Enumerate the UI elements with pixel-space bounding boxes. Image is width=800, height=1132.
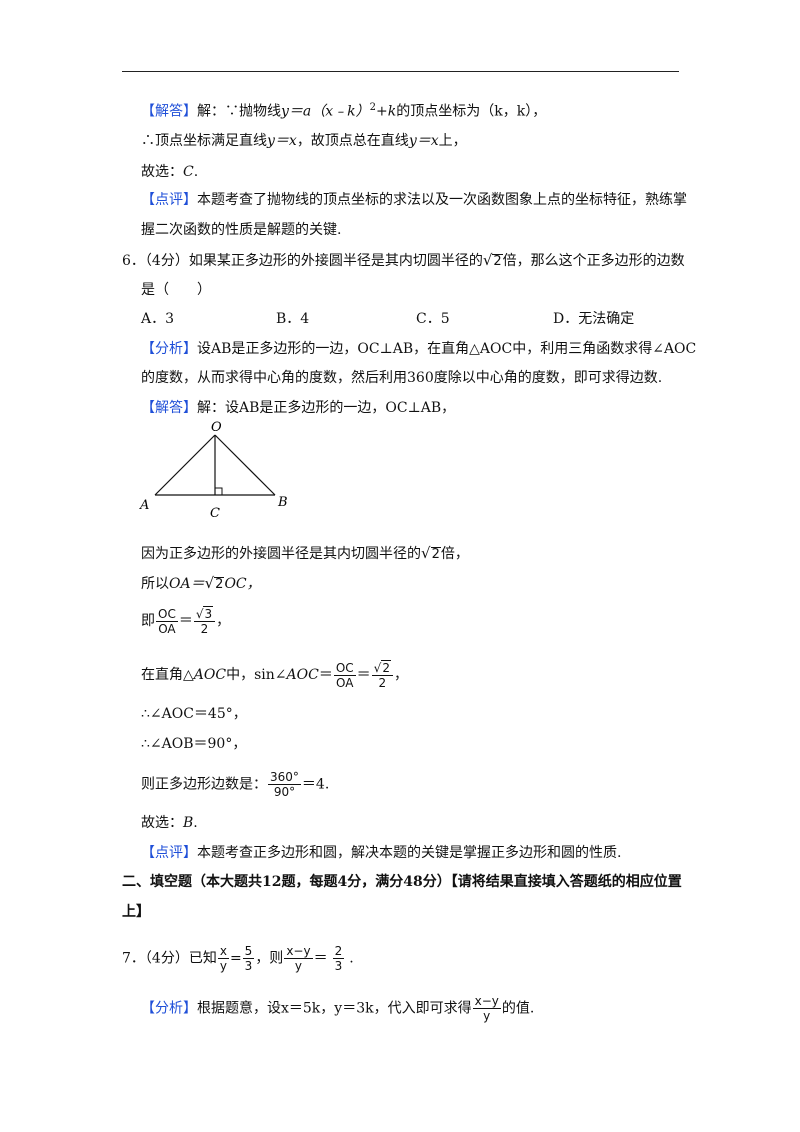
sqrt-symbol: √2 [204, 574, 225, 592]
sqrt-symbol: √2 [482, 251, 503, 269]
label-a: A [139, 498, 149, 513]
comment-tag: 【点评】 [141, 845, 197, 861]
sqrt-symbol: √2 [421, 544, 441, 562]
header-rule [122, 71, 679, 72]
triangle-figure: O A B C [139, 420, 288, 521]
q6-stem-line-1: 6．（4分）如果某正多边形的外接圆半径是其内切圆半径的√2倍，那么这个正多边形的… [122, 251, 685, 269]
fraction-360-90: 360°90° [268, 770, 301, 799]
segment-ob [214, 434, 276, 496]
answer-tag: 【解答】 [141, 103, 197, 120]
label-c: C [210, 506, 220, 521]
q6-stem-line-2: 是（ ） [141, 282, 211, 298]
q6-option-a: A．3 [141, 311, 175, 327]
label-o: O [211, 420, 222, 435]
comment-tag: 【点评】 [141, 192, 197, 208]
prev-comment-line-2: 握二次函数的性质是解题的关键. [141, 222, 342, 238]
section-heading-line-2: 上】 [122, 904, 150, 920]
q6-option-d: D．无法确定 [553, 311, 635, 327]
analysis-tag: 【分析】 [141, 341, 197, 357]
q6-step-6: ∴∠AOB＝90°， [141, 736, 247, 752]
q6-analysis-line-2: 的度数，从而求得中心角的度数，然后利用360度除以中心角的度数，即可求得边数. [141, 370, 663, 386]
sqrt-symbol: √3 [195, 606, 214, 621]
q6-comment: 【点评】本题考查正多边形和圆，解决本题的关键是掌握正多边形和圆的性质. [141, 845, 622, 861]
q6-step-2: 所以OA＝√2OC， [141, 574, 261, 592]
prev-answer-line-1: 【解答】解：∵抛物线y＝a（x﹣k）2+k的顶点坐标为（k，k）， [141, 102, 547, 120]
q6-analysis-line-1: 【分析】设AB是正多边形的一边，OC⊥AB，在直角△AOC中，利用三角函数求得∠… [141, 341, 697, 357]
prev-answer-line-3: 故选：C. [141, 164, 199, 180]
sqrt-symbol: √2 [373, 660, 391, 675]
q6-answer-line-1: 【解答】解：设AB是正多边形的一边，OC⊥AB， [141, 400, 456, 416]
answer-tag: 【解答】 [141, 400, 197, 416]
label-b: B [277, 495, 288, 510]
prev-answer-line-2: ∴顶点坐标满足直线y＝x，故顶点总在直线y＝x上， [141, 133, 467, 149]
q6-option-b: B．4 [276, 311, 310, 327]
section-heading-line-1: 二、填空题（本大题共12题，每题4分，满分48分）【请将结果直接填入答题纸的相应… [122, 874, 682, 890]
q6-option-c: C．5 [416, 311, 450, 327]
segment-ao [154, 434, 216, 496]
q6-step-5: ∴∠AOC＝45°， [141, 706, 247, 722]
q6-step-7: 则正多边形边数是：360°90°＝4. [141, 770, 330, 799]
q6-step-8: 故选：B. [141, 815, 198, 831]
q6-step-1: 因为正多边形的外接圆半径是其内切圆半径的√2倍， [141, 544, 469, 562]
right-angle-mark [215, 487, 223, 495]
prev-comment-line-1: 【点评】本题考查了抛物线的顶点坐标的求法以及一次函数图象上点的坐标特征，熟练掌 [141, 192, 687, 208]
analysis-tag: 【分析】 [141, 1000, 197, 1017]
